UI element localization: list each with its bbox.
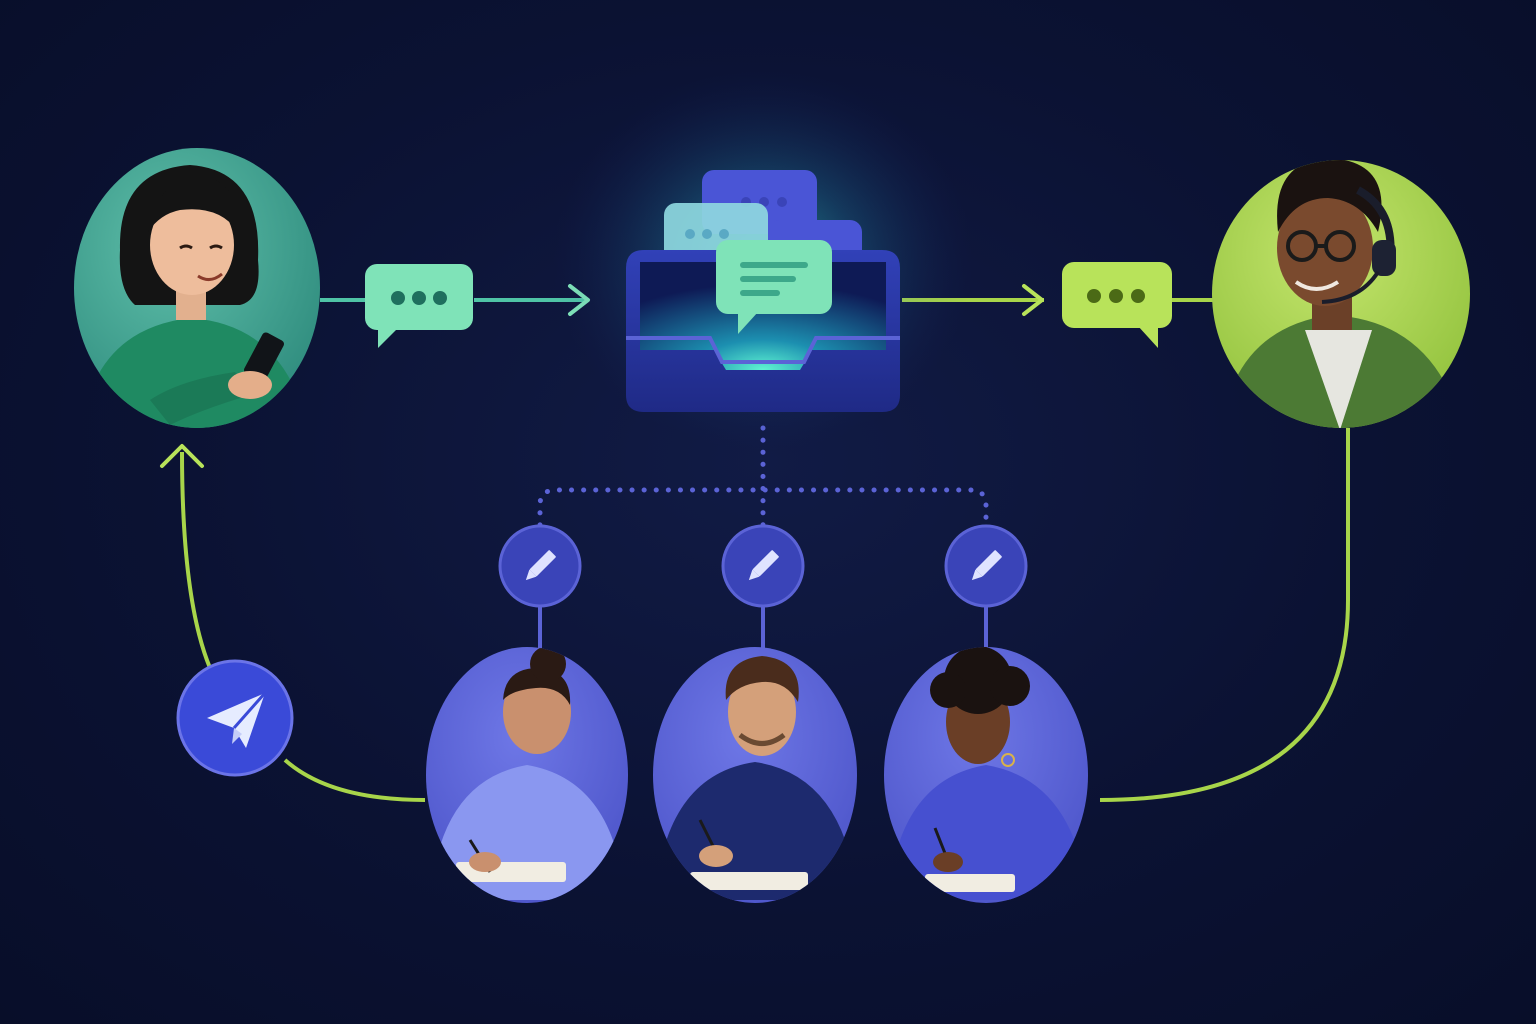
customer-portrait [74, 148, 320, 428]
connector-writers-to-send [283, 758, 426, 802]
pencil-icon-1 [498, 524, 582, 608]
dotted-distribution-tree [537, 425, 989, 533]
arrowhead-to-agent-bubble [1022, 284, 1044, 316]
writer-portrait-2 [653, 647, 857, 903]
connector-agent-to-writers [1099, 428, 1350, 802]
typing-bubble-customer [365, 264, 473, 348]
writer-portrait-3 [884, 647, 1088, 903]
writer-portrait-1 [426, 647, 628, 903]
pencil-icon-3 [944, 524, 1028, 608]
phone-icon [244, 332, 284, 382]
typing-bubble-agent [1062, 262, 1172, 348]
notebook-icon [925, 874, 1015, 892]
paper-plane-icon [176, 659, 294, 777]
connector-send-to-customer [180, 451, 212, 669]
chat-bubble-front [716, 240, 832, 334]
inbox-hub [553, 70, 973, 450]
pencil-stems [538, 606, 988, 648]
support-agent-portrait [1212, 160, 1470, 428]
pencil-icon-2 [721, 524, 805, 608]
notebook-icon [690, 872, 808, 890]
headset-icon [1372, 240, 1396, 276]
arrowhead-to-customer [160, 444, 204, 468]
